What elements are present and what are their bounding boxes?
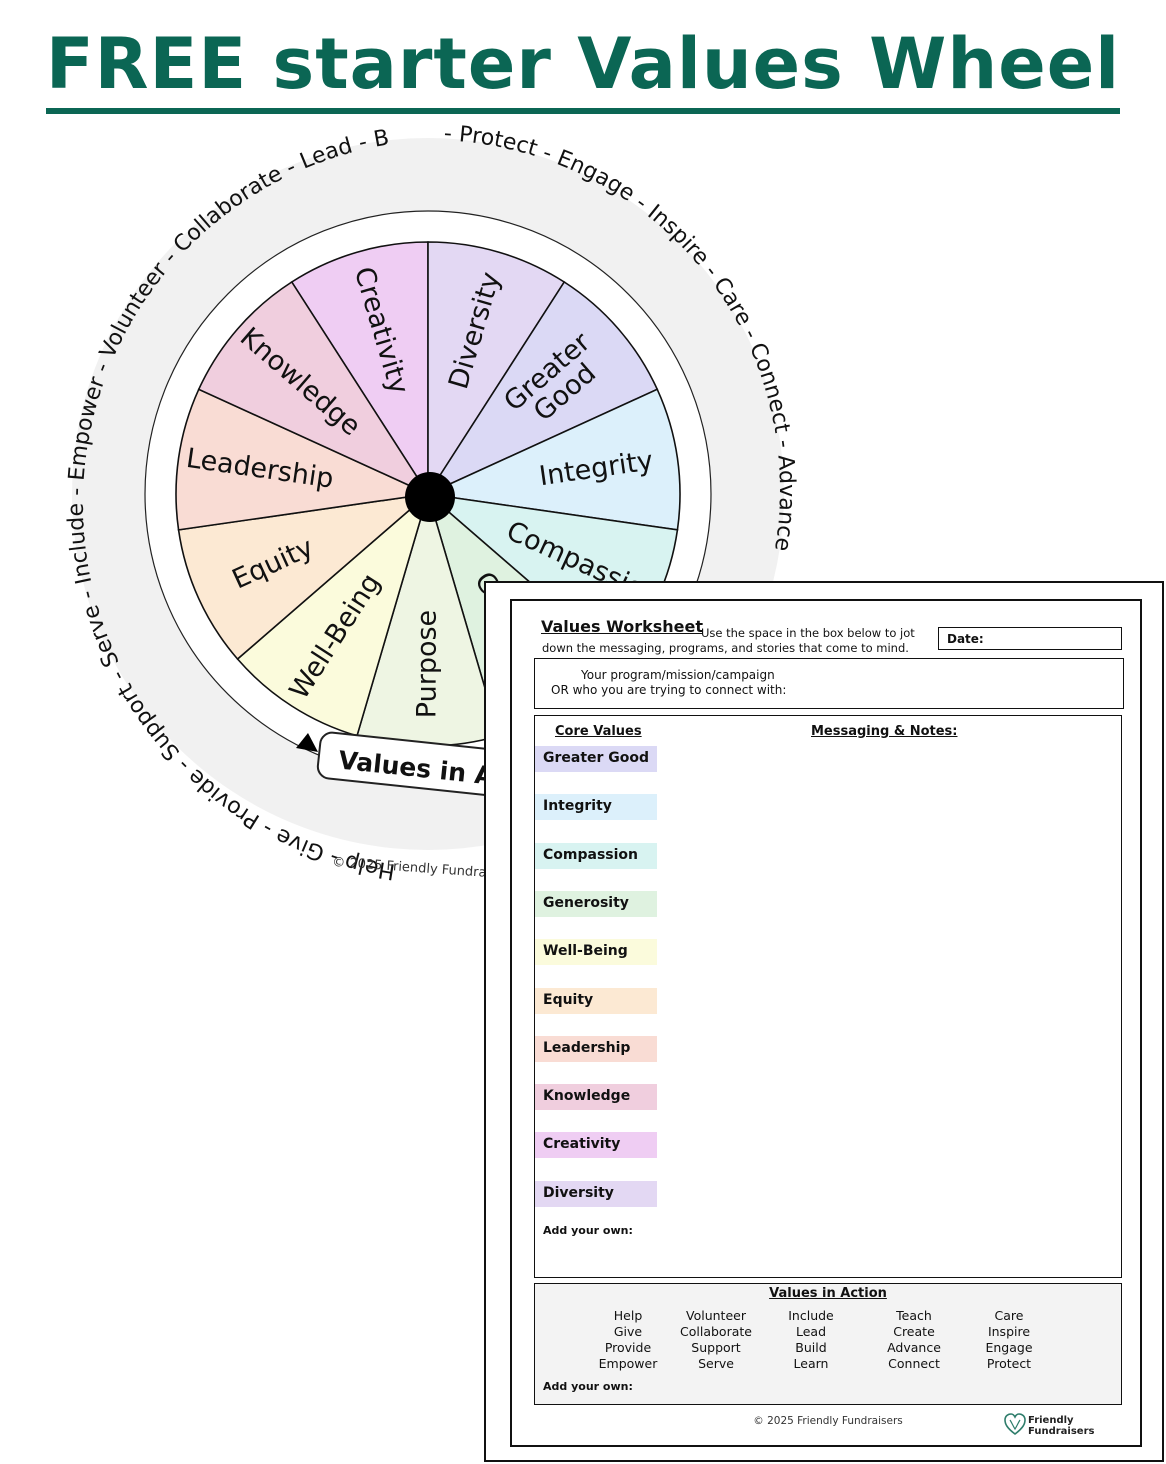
pointer-arrow-icon: [296, 733, 318, 752]
action-word: Protect: [986, 1356, 1032, 1371]
core-value-chip: Greater Good: [535, 746, 657, 772]
core-value-chip: Equity: [535, 987, 657, 1014]
logo-text: Friendly Fundraisers: [1028, 1415, 1094, 1437]
wheel-segment: [290, 241, 429, 497]
action-word: Teach: [896, 1308, 932, 1323]
core-value-chip: Creativity: [535, 1132, 657, 1159]
action-word: Collaborate: [680, 1324, 752, 1339]
action-word: Engage: [985, 1340, 1033, 1355]
action-word: Lead: [795, 1324, 827, 1339]
values-in-action-title: Values in Action: [769, 1286, 887, 1301]
action-word: Support: [691, 1340, 741, 1355]
wheel-segment-label: Purpose: [412, 610, 443, 718]
action-word: Care: [994, 1308, 1024, 1323]
worksheet-instruction-2: down the messaging, programs, and storie…: [542, 641, 909, 655]
core-value-chip: Diversity: [535, 1180, 657, 1207]
wheel-segment: [427, 241, 566, 497]
page-headline: FREE starter Values Wheel: [0, 22, 1166, 114]
action-word: Learn: [793, 1356, 829, 1371]
heart-logo-icon: [1004, 1413, 1026, 1436]
wheel-hub: [405, 472, 455, 522]
worksheet-frame: Values Worksheet Use the space in the bo…: [510, 599, 1142, 1447]
date-field[interactable]: Date:: [938, 627, 1122, 650]
action-word: Serve: [698, 1356, 734, 1371]
core-value-chip: Generosity: [535, 890, 657, 917]
messaging-header: Messaging & Notes:: [811, 724, 958, 739]
wheel-segment: [425, 280, 659, 496]
action-word: Inspire: [987, 1324, 1031, 1339]
core-values-box: Core Values Messaging & Notes: Greater G…: [534, 715, 1122, 1278]
wheel-segment: [177, 492, 431, 661]
date-label: Date:: [947, 632, 984, 646]
action-word: Give: [613, 1324, 643, 1339]
action-word: Connect: [888, 1356, 940, 1371]
action-word: Help: [613, 1308, 643, 1323]
action-word: Empower: [598, 1356, 658, 1371]
program-label-1: Your program/mission/campaign: [581, 668, 775, 682]
core-value-chip: Leadership: [535, 1035, 657, 1062]
values-worksheet: Values Worksheet Use the space in the bo…: [484, 581, 1164, 1462]
worksheet-instruction-1: Use the space in the box below to jot: [701, 626, 915, 640]
program-label-2: OR who you are trying to connect with:: [551, 683, 787, 697]
core-value-chip: Well-Being: [535, 939, 657, 966]
core-value-chip: Knowledge: [535, 1084, 657, 1111]
action-word: Advance: [887, 1340, 941, 1355]
wheel-segment: [175, 388, 431, 531]
wheel-copyright: © 2025 Friendly Fundra: [332, 855, 487, 881]
action-word: Build: [795, 1340, 827, 1355]
logo-line-2: Fundraisers: [1028, 1426, 1095, 1437]
action-word: Volunteer: [686, 1308, 746, 1323]
core-values-add-own: Add your own:: [543, 1224, 633, 1237]
program-field[interactable]: Your program/mission/campaign OR who you…: [534, 658, 1124, 709]
wheel-segment: [197, 280, 431, 496]
friendly-fundraisers-logo: Friendly Fundraisers: [1004, 1413, 1114, 1441]
values-in-action-add-own: Add your own:: [543, 1380, 633, 1393]
action-word: Include: [788, 1308, 834, 1323]
core-value-chip: Compassion: [535, 842, 657, 869]
logo-line-1: Friendly: [1028, 1415, 1074, 1426]
worksheet-footer: © 2025 Friendly Fundraisers: [753, 1415, 903, 1427]
wheel-segment: [425, 388, 681, 531]
core-value-chip: Integrity: [535, 794, 657, 821]
action-word: Provide: [604, 1340, 652, 1355]
core-values-header: Core Values: [555, 724, 642, 739]
wheel-pointer[interactable]: Values in Ac: [316, 731, 541, 801]
headline-text: FREE starter Values Wheel: [45, 22, 1121, 114]
action-word: Create: [893, 1324, 935, 1339]
worksheet-title: Values Worksheet: [541, 617, 703, 636]
